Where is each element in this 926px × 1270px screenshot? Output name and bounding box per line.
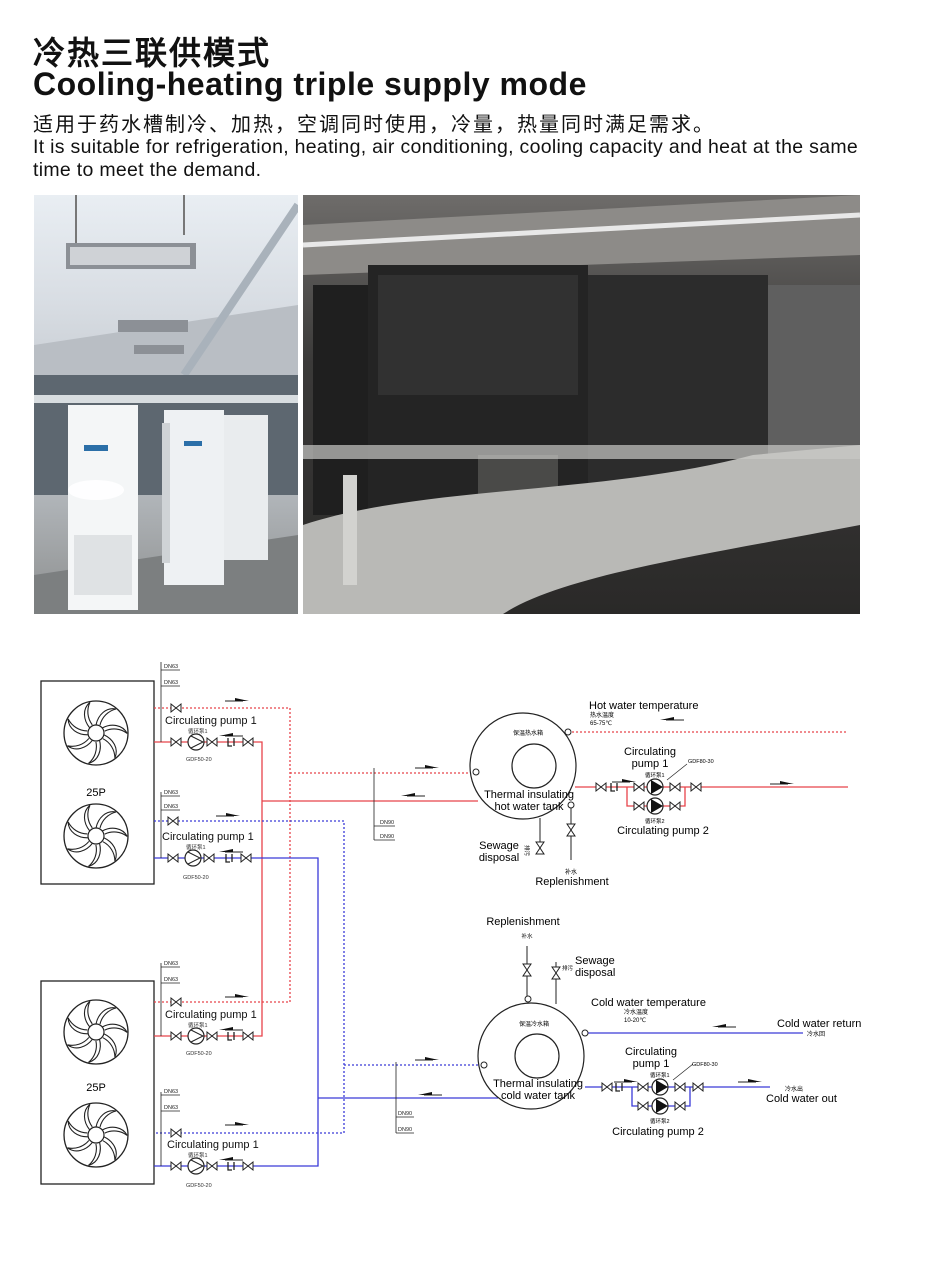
svg-text:DN90: DN90 bbox=[398, 1111, 412, 1117]
svg-text:Sewage: Sewage bbox=[575, 955, 615, 967]
svg-text:pump 1: pump 1 bbox=[632, 758, 669, 770]
svg-text:disposal: disposal bbox=[575, 967, 615, 979]
page-title-cn: 冷热三联供模式 bbox=[33, 34, 272, 72]
svg-text:DN90: DN90 bbox=[380, 834, 394, 840]
unit-pump-groups bbox=[167, 697, 443, 1175]
cold-water-tank: 保温冷水箱 Thermal insulating cold water tank… bbox=[477, 916, 861, 1138]
svg-text:DN63: DN63 bbox=[164, 961, 178, 967]
cold-water-out-label: Cold water out bbox=[766, 1093, 837, 1105]
svg-text:循环泵2: 循环泵2 bbox=[650, 1117, 670, 1125]
svg-text:DN90: DN90 bbox=[398, 1127, 412, 1133]
svg-text:GDF80-30: GDF80-30 bbox=[692, 1062, 718, 1068]
description-en: It is suitable for refrigeration, heatin… bbox=[33, 136, 859, 181]
svg-text:pump 1: pump 1 bbox=[633, 1058, 670, 1070]
circulating-pump-1-label: Circulating pump 1 bbox=[165, 1009, 257, 1021]
svg-text:冷水温度: 冷水温度 bbox=[624, 1008, 648, 1016]
svg-text:DN63: DN63 bbox=[164, 1105, 178, 1111]
svg-text:循环泵2: 循环泵2 bbox=[645, 817, 665, 825]
fan-icon bbox=[64, 701, 128, 765]
svg-text:循环泵1: 循环泵1 bbox=[186, 843, 206, 851]
svg-text:循环泵1: 循环泵1 bbox=[188, 727, 208, 735]
svg-text:排污: 排污 bbox=[562, 964, 574, 972]
svg-text:Circulating: Circulating bbox=[625, 1046, 677, 1058]
svg-text:GDF50-20: GDF50-20 bbox=[186, 1051, 212, 1057]
hot-water-temperature-label: Hot water temperature bbox=[589, 700, 698, 712]
svg-text:循环泵1: 循环泵1 bbox=[188, 1151, 208, 1159]
fan-icon bbox=[64, 1103, 128, 1167]
svg-text:DN63: DN63 bbox=[164, 1089, 178, 1095]
svg-text:DN63: DN63 bbox=[164, 790, 178, 796]
svg-text:Thermal insulating: Thermal insulating bbox=[484, 789, 574, 801]
svg-text:Circulating pump 2: Circulating pump 2 bbox=[617, 825, 709, 837]
unit-capacity-label: 25P bbox=[86, 787, 106, 799]
svg-text:GDF50-20: GDF50-20 bbox=[186, 1183, 212, 1189]
svg-text:DN63: DN63 bbox=[164, 664, 178, 670]
svg-text:循环泵1: 循环泵1 bbox=[645, 771, 665, 779]
circulating-pump-1-label: Circulating pump 1 bbox=[167, 1139, 259, 1151]
svg-text:DN90: DN90 bbox=[380, 820, 394, 826]
hot-water-tank: 保温热水箱 Thermal insulating hot water tank … bbox=[469, 700, 795, 888]
svg-text:排污: 排污 bbox=[523, 845, 531, 857]
description-cn: 适用于药水槽制冷、加热，空调同时使用，冷量，热量同时满足需求。 bbox=[33, 112, 715, 136]
unit-capacity-label: 25P bbox=[86, 1082, 106, 1094]
svg-text:补水: 补水 bbox=[521, 932, 533, 940]
heat-pump-unit-2: 25P bbox=[40, 980, 155, 1185]
svg-text:DN63: DN63 bbox=[164, 977, 178, 983]
svg-text:热水温度: 热水温度 bbox=[590, 711, 614, 719]
svg-text:循环泵1: 循环泵1 bbox=[188, 1021, 208, 1029]
cold-water-return-label: Cold water return bbox=[777, 1018, 861, 1030]
svg-text:GDF50-20: GDF50-20 bbox=[186, 757, 212, 763]
svg-text:保温冷水箱: 保温冷水箱 bbox=[519, 1020, 549, 1028]
svg-text:冷水出: 冷水出 bbox=[785, 1085, 803, 1093]
cold-water-pipes bbox=[154, 820, 803, 1167]
svg-text:hot water tank: hot water tank bbox=[494, 801, 564, 813]
svg-text:Sewage: Sewage bbox=[479, 840, 519, 852]
svg-text:Replenishment: Replenishment bbox=[486, 916, 559, 928]
svg-text:Thermal insulating: Thermal insulating bbox=[493, 1078, 583, 1090]
circulating-pump-1-label: Circulating pump 1 bbox=[162, 831, 254, 843]
svg-text:DN63: DN63 bbox=[164, 804, 178, 810]
svg-text:disposal: disposal bbox=[479, 852, 519, 864]
circulating-pump-1-label: Circulating pump 1 bbox=[165, 715, 257, 727]
svg-text:GDF80-30: GDF80-30 bbox=[688, 759, 714, 765]
svg-text:循环泵1: 循环泵1 bbox=[650, 1071, 670, 1079]
svg-text:Circulating: Circulating bbox=[624, 746, 676, 758]
heat-pump-unit-1: 25P bbox=[40, 680, 155, 885]
svg-text:DN63: DN63 bbox=[164, 680, 178, 686]
svg-text:GDF50-20: GDF50-20 bbox=[183, 875, 209, 881]
svg-text:65-75℃: 65-75℃ bbox=[590, 720, 612, 727]
fan-icon bbox=[64, 1000, 128, 1064]
svg-text:10-20℃: 10-20℃ bbox=[624, 1017, 646, 1024]
photo-heat-pump-units bbox=[303, 195, 860, 614]
svg-text:cold water tank: cold water tank bbox=[501, 1090, 575, 1102]
svg-text:保温热水箱: 保温热水箱 bbox=[513, 729, 543, 737]
fan-icon bbox=[64, 804, 128, 868]
svg-text:冷水回: 冷水回 bbox=[807, 1030, 825, 1038]
page-title-en: Cooling-heating triple supply mode bbox=[33, 66, 587, 102]
photo-floor-standing-ac-units bbox=[34, 375, 298, 614]
photo-ceiling-fan-coil-units bbox=[34, 195, 298, 375]
svg-text:补水: 补水 bbox=[565, 868, 577, 876]
svg-text:Replenishment: Replenishment bbox=[535, 876, 608, 888]
svg-text:Cold water temperature: Cold water temperature bbox=[591, 997, 706, 1009]
svg-text:Circulating pump 2: Circulating pump 2 bbox=[612, 1126, 704, 1138]
